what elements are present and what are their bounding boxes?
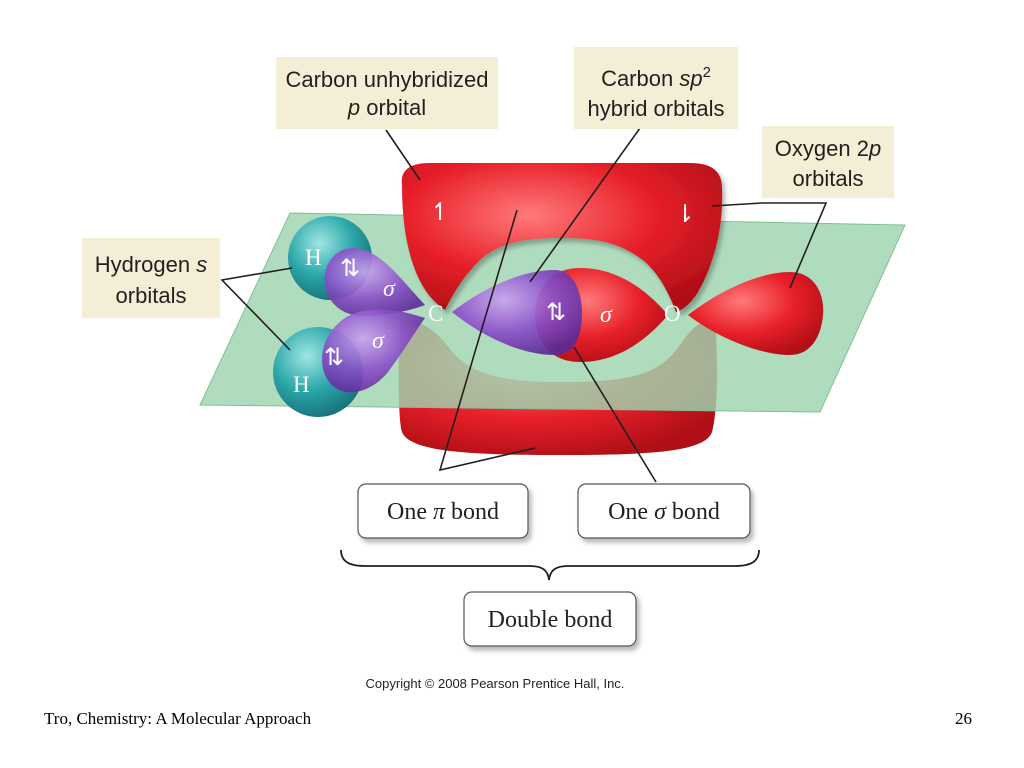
callout-hydrogen-line1: Hydrogen s — [95, 252, 208, 277]
double-bond-label: Double bond — [488, 607, 613, 633]
leader-pi-bond — [438, 209, 536, 472]
callout-carbon-sp2-line1: Carbon sp2 — [601, 64, 711, 91]
oxygen-2p-lobe-right — [688, 272, 824, 355]
callout-hydrogen-line2: orbitals — [116, 283, 187, 308]
one-pi-bond-label: One π bond — [387, 499, 499, 525]
carbon-sp2-lobe-to-h-top — [324, 247, 425, 317]
callout-carbon-sp2-line2: hybrid orbitals — [588, 96, 725, 121]
carbon-sp2-lobe-to-oxygen — [452, 270, 582, 355]
paired-electrons-c-o: ⇅ — [546, 298, 566, 326]
callout-carbon-p-line2: p orbital — [347, 95, 426, 120]
callout-oxygen-line1: Oxygen 2p — [775, 136, 881, 161]
atom-label-carbon: C — [428, 301, 443, 326]
leader-hydrogen-s — [220, 267, 293, 351]
callout-oxygen-line2: orbitals — [793, 166, 864, 191]
leader-carbon-sp2 — [529, 127, 641, 283]
one-sigma-bond-box: One σ bond — [577, 483, 751, 539]
callout-hydrogen-s-orbitals: Hydrogen s orbitals — [82, 238, 220, 318]
paired-electrons-h-bottom: ⇅ — [324, 343, 344, 371]
carbon-sp2-lobe-to-h-bottom — [322, 309, 425, 393]
leader-oxygen-2p — [711, 202, 828, 289]
sigma-label-h-top: σ — [383, 276, 396, 302]
double-bond-box: Double bond — [463, 591, 637, 647]
page-number: 26 — [955, 709, 972, 728]
atom-label-oxygen: O — [664, 301, 681, 326]
callout-oxygen-2p-orbitals: Oxygen 2p orbitals — [762, 126, 894, 198]
atom-label-hydrogen-top: H — [305, 245, 322, 270]
callout-carbon-sp2-orbitals: Carbon sp2 hybrid orbitals — [574, 47, 738, 129]
pi-electron-carbon: ↿ — [430, 198, 450, 226]
leader-carbon-p — [385, 129, 421, 181]
callout-carbon-p-line1: Carbon unhybridized — [285, 67, 488, 92]
one-sigma-bond-label: One σ bond — [608, 499, 720, 525]
double-bond-brace — [340, 549, 760, 581]
atom-label-hydrogen-bottom: H — [293, 372, 310, 397]
paired-electrons-h-top: ⇅ — [340, 254, 360, 282]
one-pi-bond-box: One π bond — [357, 483, 529, 539]
copyright-notice: Copyright © 2008 Pearson Prentice Hall, … — [366, 676, 625, 691]
sigma-label-h-bottom: σ — [372, 328, 385, 354]
footer-source: Tro, Chemistry: A Molecular Approach — [44, 709, 312, 728]
sigma-label-c-o: σ — [600, 302, 613, 328]
pi-electron-oxygen: ⇂ — [675, 200, 695, 228]
leader-sigma-bond — [573, 346, 657, 483]
callout-carbon-p-orbital: Carbon unhybridized p orbital — [276, 57, 498, 129]
